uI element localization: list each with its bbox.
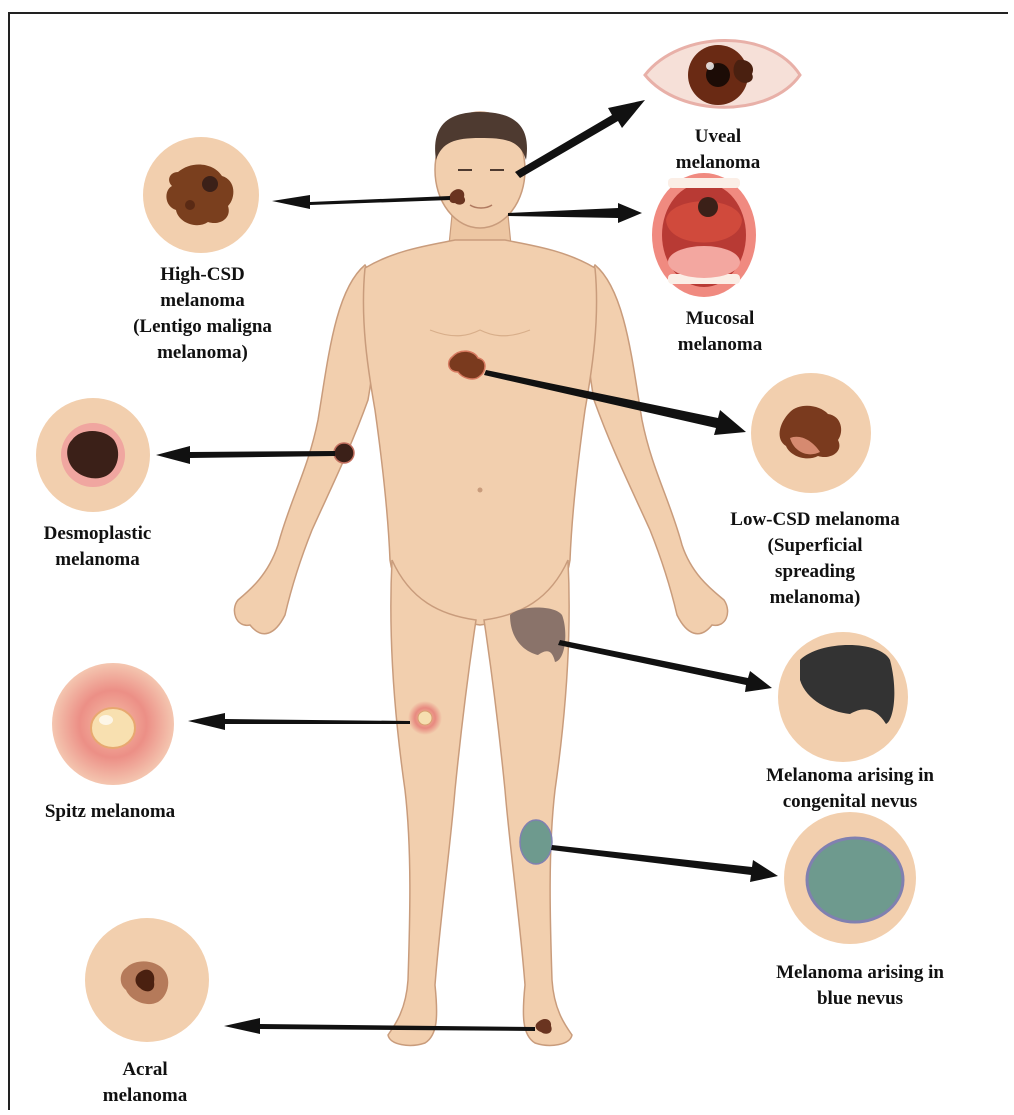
low-csd-inset — [751, 373, 871, 493]
arrow-high-csd — [272, 195, 450, 209]
label-acral-melanoma: Acral melanoma — [80, 1057, 210, 1109]
arrow-congenital — [558, 640, 772, 692]
high-csd-inset — [143, 137, 259, 253]
arrow-uveal — [515, 100, 645, 178]
spitz-inset — [52, 663, 174, 785]
label-blue-nevus-melanoma: Melanoma arising in blue nevus — [750, 960, 970, 1012]
arrow-mucosal — [508, 203, 642, 223]
label-high-csd-melanoma: High-CSD melanoma (Lentigo maligna melan… — [110, 262, 295, 366]
label-low-csd-melanoma: Low-CSD melanoma (Superficial spreading … — [715, 507, 915, 611]
uveal-eye-inset — [645, 40, 800, 107]
arm-lesion — [334, 443, 354, 463]
arrow-acral — [224, 1018, 535, 1034]
arrow-blue-nevus — [551, 845, 778, 882]
label-congenital-nevus-melanoma: Melanoma arising in congenital nevus — [740, 763, 960, 815]
arrow-spitz — [188, 713, 410, 730]
torso — [363, 240, 596, 625]
congenital-inset — [778, 632, 908, 762]
label-uveal-melanoma: Uveal melanoma — [668, 124, 768, 176]
shin-blue-nevus-lesion — [520, 820, 552, 864]
label-spitz-melanoma: Spitz melanoma — [20, 799, 200, 825]
left-leg — [388, 560, 476, 1045]
label-mucosal-melanoma: Mucosal melanoma — [660, 306, 780, 358]
acral-inset — [85, 918, 209, 1042]
mucosal-inset — [652, 173, 756, 297]
human-body — [234, 112, 727, 1045]
blue-nevus-inset — [784, 812, 916, 944]
label-desmoplastic-melanoma: Desmoplastic melanoma — [20, 521, 175, 573]
desmoplastic-inset — [36, 398, 150, 512]
